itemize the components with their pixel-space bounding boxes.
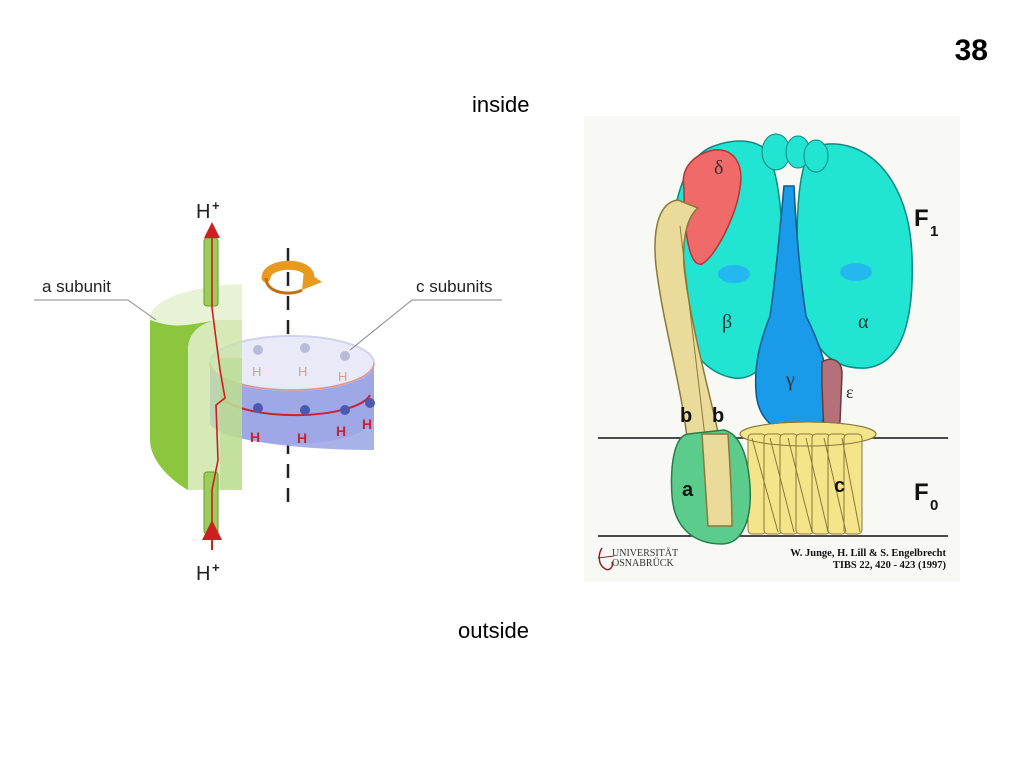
a-c-subunit-diagram: H H H H H H H H + H + a subunit (34, 198, 502, 585)
h-site-label: H (336, 423, 346, 439)
proton-in-charge: + (212, 198, 220, 213)
proton-out-label: H (196, 563, 210, 585)
b-stalk-lower (701, 433, 733, 527)
f1-subscript: 1 (930, 223, 938, 240)
university-name-line2: OSNABRÜCK (612, 557, 674, 569)
delta-subunit (682, 149, 742, 265)
b-label-right: b (712, 405, 724, 427)
alpha-binding-site (840, 263, 872, 281)
proton-pathway (202, 222, 226, 550)
f0-label: F (914, 479, 929, 506)
rotation-arrow-icon (261, 260, 322, 295)
c-ring (209, 335, 375, 450)
epsilon-label: ε (846, 382, 854, 402)
a-subunit-shape (149, 284, 242, 490)
proton-in-label: H (196, 201, 210, 223)
a-label: a (682, 479, 694, 501)
a-subunit-label: a subunit (42, 277, 111, 296)
c-subunits-label: c subunits (416, 277, 493, 296)
head-crown (761, 133, 829, 173)
f0-subscript: 0 (930, 497, 938, 514)
c-ring-lower-sites: H H H H (250, 398, 375, 446)
beta-label: β (722, 311, 732, 333)
delta-label: δ (714, 157, 723, 179)
h-site-label: H (362, 416, 372, 432)
proton-out-charge: + (212, 560, 220, 575)
c-ring-upper-sites: H H H (252, 343, 350, 384)
outside-label: outside (458, 618, 529, 643)
credit-authors: W. Junge, H. Lill & S. Engelbrecht (790, 548, 946, 559)
h-site-label: H (250, 429, 260, 445)
b-label-left: b (680, 405, 692, 427)
gamma-label: γ (785, 369, 795, 391)
h-site-label: H (338, 369, 347, 384)
f1-label: F (914, 205, 929, 232)
c-label: c (834, 475, 845, 497)
h-site-label: H (298, 364, 307, 379)
credit-citation: TIBS 22, 420 - 423 (1997) (833, 560, 947, 571)
alpha-label: α (858, 311, 869, 333)
university-logo: UNIVERSITÄT OSNABRÜCK (597, 547, 678, 571)
h-site-label: H (297, 430, 307, 446)
c-ring-cylinders (739, 421, 877, 535)
university-name-line1: UNIVERSITÄT (612, 547, 678, 559)
h-site-label: H (252, 364, 261, 379)
inside-label: inside (472, 92, 530, 117)
atp-synthase-diagram: δ β α γ ε b b a c F 1 F 0 UNIVERSITÄT OS… (584, 116, 960, 582)
slide-number: 38 (954, 34, 988, 67)
beta-binding-site (718, 265, 750, 283)
